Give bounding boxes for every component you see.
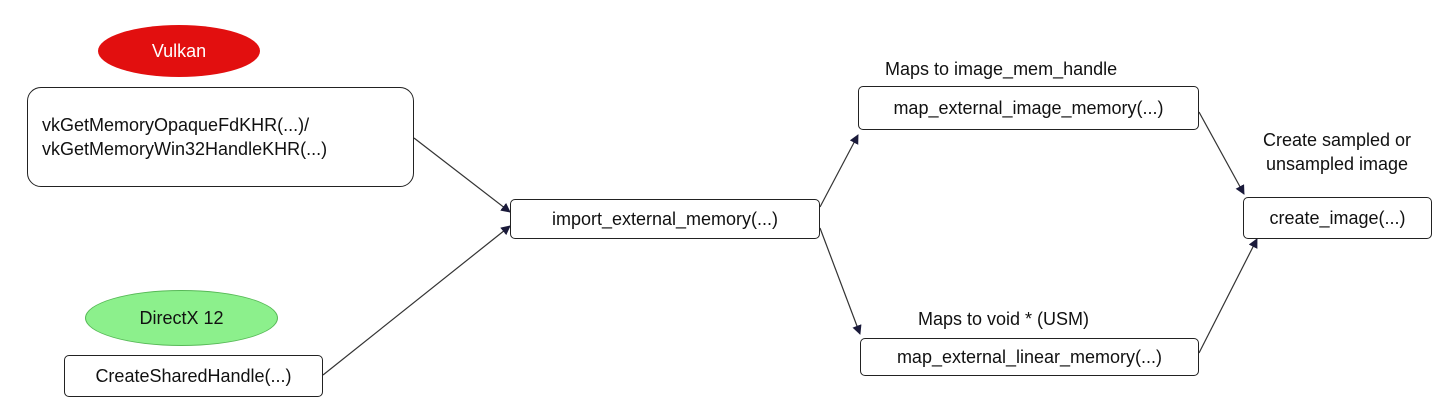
- image-mem-handle-caption-text: Maps to image_mem_handle: [885, 59, 1118, 79]
- image-mem-handle-caption: Maps to image_mem_handle: [885, 57, 1117, 81]
- vk-get-memory-node: vkGetMemoryOpaqueFdKHR(...)/ vkGetMemory…: [27, 87, 414, 187]
- arrow-linear-map-to-create-image: [1198, 238, 1258, 354]
- vulkan-badge: Vulkan: [98, 25, 260, 77]
- create-sampled-caption-line-1: Create sampled or: [1262, 130, 1412, 150]
- vk-get-memory-line-1: vkGetMemoryOpaqueFdKHR(...)/: [42, 115, 310, 135]
- create-sampled-caption-line-2: unsampled image: [1265, 154, 1409, 174]
- create-image-node: create_image(...): [1243, 197, 1432, 239]
- map-external-linear-memory-node: map_external_linear_memory(...): [860, 338, 1199, 376]
- map-external-image-memory-label: map_external_image_memory(...): [893, 98, 1164, 118]
- arrow-import-to-linear-map: [819, 227, 862, 335]
- vk-get-memory-line-2: vkGetMemoryWin32HandleKHR(...): [42, 139, 328, 159]
- map-external-linear-memory-label: map_external_linear_memory(...): [896, 347, 1163, 367]
- directx-badge: DirectX 12: [85, 290, 278, 346]
- directx-badge-label: DirectX 12: [139, 307, 224, 328]
- void-usm-caption-text: Maps to void * (USM): [918, 309, 1090, 329]
- void-usm-caption: Maps to void * (USM): [918, 307, 1089, 331]
- import-external-memory-label: import_external_memory(...): [551, 209, 779, 229]
- vulkan-badge-label: Vulkan: [151, 40, 207, 61]
- create-sampled-caption: Create sampled or unsampled image: [1237, 128, 1437, 176]
- map-external-image-memory-node: map_external_image_memory(...): [858, 86, 1199, 130]
- create-image-label: create_image(...): [1269, 208, 1406, 228]
- arrow-vulkan-to-import: [413, 137, 511, 213]
- create-shared-handle-node: CreateSharedHandle(...): [64, 355, 323, 397]
- create-shared-handle-label: CreateSharedHandle(...): [95, 366, 292, 386]
- arrow-import-to-image-map: [819, 134, 859, 208]
- arrow-directx-to-import: [322, 225, 511, 376]
- import-external-memory-node: import_external_memory(...): [510, 199, 820, 239]
